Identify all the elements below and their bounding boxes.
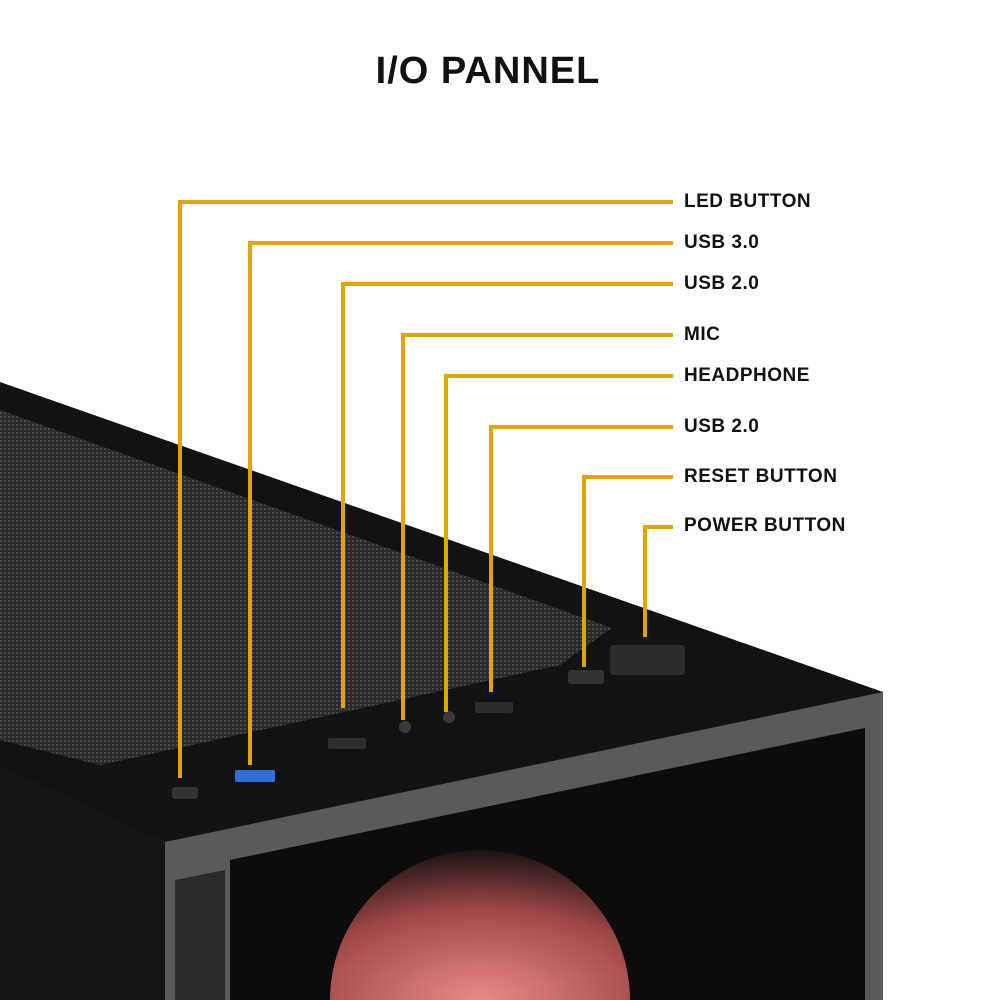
reset-button (568, 670, 604, 684)
callout-line-mic (401, 333, 673, 720)
callout-line-usb3 (248, 241, 673, 765)
usb2-port (328, 738, 366, 749)
callout-line-reset (582, 475, 673, 667)
top-mesh (0, 410, 612, 765)
callout-line-power (643, 525, 673, 637)
power-button (610, 645, 685, 675)
usb2-port-2 (475, 702, 513, 713)
mic-jack (399, 721, 411, 733)
label-mic: MIC (684, 324, 721, 345)
callout-line-headphone (444, 374, 673, 712)
case-side (0, 760, 165, 1000)
headphone-jack (443, 711, 455, 723)
page-title: I/O PANNEL (375, 50, 601, 92)
led-button (172, 787, 198, 799)
callout-line-usb2 (341, 282, 673, 708)
callout-line-led (178, 200, 673, 778)
label-usb3: USB 3.0 (684, 232, 760, 253)
label-led-button: LED BUTTON (684, 191, 812, 212)
callout-line-usb2-b (489, 425, 673, 692)
vent (175, 870, 225, 1000)
rgb-fan (330, 850, 630, 1000)
callout-lines (178, 200, 673, 778)
label-reset-button: RESET BUTTON (684, 466, 838, 487)
label-usb2-b: USB 2.0 (684, 416, 760, 437)
label-headphone: HEADPHONE (684, 365, 810, 386)
label-usb2: USB 2.0 (684, 273, 760, 294)
label-power-button: POWER BUTTON (684, 515, 846, 536)
usb3-port (235, 770, 275, 782)
